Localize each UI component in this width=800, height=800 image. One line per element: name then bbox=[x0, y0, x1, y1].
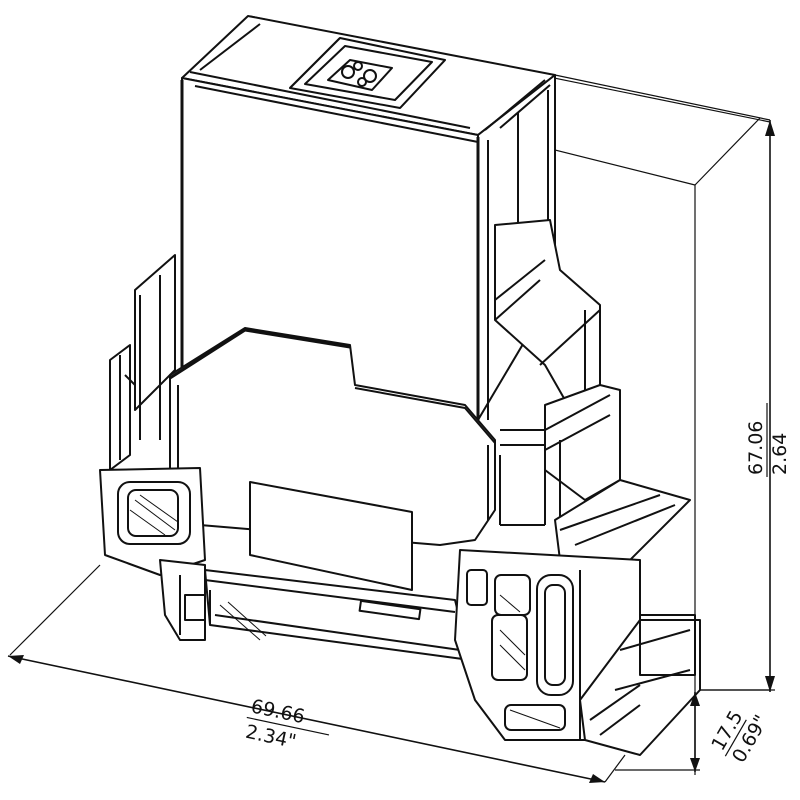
height-dimension bbox=[694, 120, 775, 775]
height-label-group: 67.06 2.64 bbox=[745, 403, 791, 477]
left-foot bbox=[99, 467, 206, 641]
width-in-label: 2.34" bbox=[244, 721, 299, 753]
label-window bbox=[249, 481, 413, 591]
depth-dimension bbox=[690, 689, 770, 772]
depth-label-group: 17.5 0.69" bbox=[707, 707, 772, 767]
middle-body bbox=[169, 327, 546, 591]
base-rail bbox=[204, 569, 471, 661]
top-connector bbox=[289, 37, 446, 109]
height-mm-label: 67.06 bbox=[745, 421, 767, 475]
right-clip bbox=[579, 614, 701, 756]
right-stepped-side bbox=[494, 219, 691, 571]
height-in-label: 2.64 bbox=[769, 433, 791, 475]
left-latch bbox=[109, 254, 176, 471]
width-label-group: 69.66 2.34" bbox=[244, 695, 330, 753]
width-dimension bbox=[7, 655, 626, 783]
